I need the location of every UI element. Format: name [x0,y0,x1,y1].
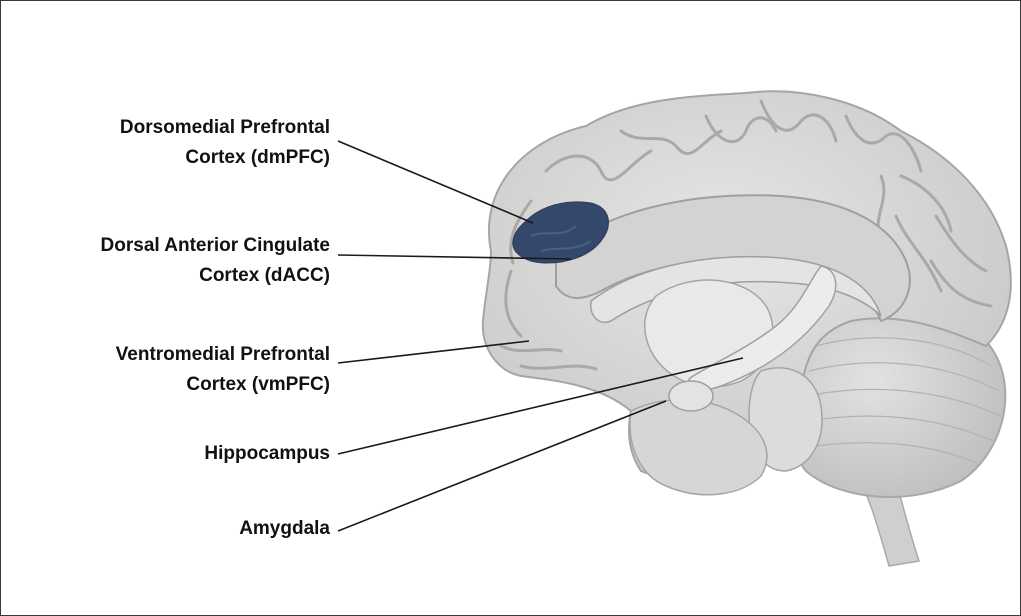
label-dacc-line-2: Cortex (dACC) [101,261,330,291]
label-vmpfc-line-2: Cortex (vmPFC) [116,370,330,400]
label-vmpfc-line-1: Ventromedial Prefrontal [116,340,330,370]
label-amygdala: Amygdala [239,514,330,544]
label-vmpfc: Ventromedial Prefrontal Cortex (vmPFC) [116,340,330,400]
label-hippocampus-line-1: Hippocampus [204,439,330,469]
label-dmpfc: Dorsomedial Prefrontal Cortex (dmPFC) [120,113,330,173]
leader-line-amygdala [338,401,666,531]
label-dacc: Dorsal Anterior Cingulate Cortex (dACC) [101,231,330,291]
amygdala-structure [669,381,713,411]
label-dmpfc-line-1: Dorsomedial Prefrontal [120,113,330,143]
label-hippocampus: Hippocampus [204,439,330,469]
label-dmpfc-line-2: Cortex (dmPFC) [120,143,330,173]
label-amygdala-line-1: Amygdala [239,514,330,544]
label-dacc-line-1: Dorsal Anterior Cingulate [101,231,330,261]
